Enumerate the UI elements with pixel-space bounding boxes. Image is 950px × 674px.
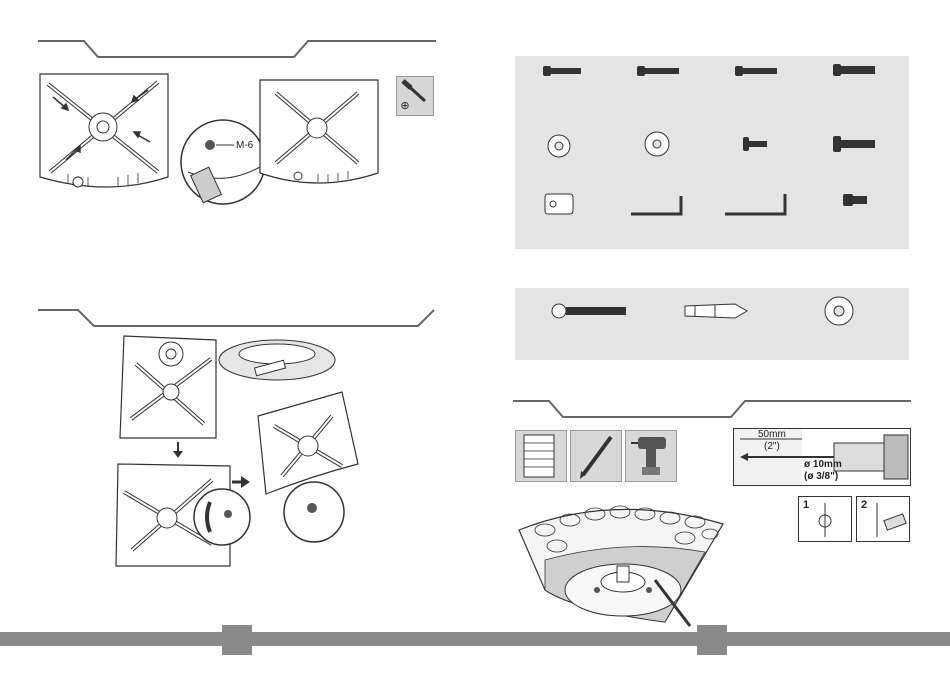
hex-key-2 [725,194,785,214]
drill-diameter-mm: ø 10mm [804,459,842,470]
right-arrow-icon [232,476,250,488]
drill-depth-diagram: 50mm (2") ø 10mm (ø 3/8") [733,428,911,486]
drill-icon [625,430,677,482]
hardware-grid [515,56,909,249]
right-page-tab [697,625,727,655]
wall-plug [685,304,747,318]
wall-anchor-grid [515,288,909,360]
screw-short-2 [833,136,875,152]
section-header-1 [38,38,438,60]
washer-1 [548,135,570,157]
step-box-1: 1 [798,496,852,542]
screw-long-1 [543,66,581,76]
socket-screw [843,194,867,206]
screw-label: M-6 [236,140,254,151]
step1-assembled-figure [258,78,383,193]
screw-long-4 [833,64,875,76]
wall-screw [552,304,626,318]
section-header-2 [38,307,438,329]
brick-wall-icon [515,430,567,482]
pencil-icon [570,430,622,482]
spacer [545,194,573,214]
left-page-tab [222,625,252,655]
hex-key-1 [631,196,681,214]
screw-long-3 [735,66,777,76]
step2-bracket-figure [215,334,340,384]
drill-diameter-in: (ø 3/8") [804,471,838,482]
step1-arms-figure [38,72,173,197]
screw-callout-figure: M-6 [178,112,268,212]
drill-depth-in: (2") [764,441,780,452]
drill-depth-mm: 50mm [758,429,786,440]
section-header-3 [513,398,913,420]
step-box-2: 2 [856,496,910,542]
step2-rotate-figure [112,462,252,570]
screw-long-2 [637,66,679,76]
ceiling-mount-figure [515,490,730,630]
large-washer [825,297,853,325]
phillips-head-icon: ⊕ [399,100,411,112]
screw-short-1 [743,137,767,151]
step2-base-figure [116,334,221,444]
step2-locked-figure [252,386,362,546]
washer-2 [645,132,669,156]
down-arrow-icon [172,442,184,458]
footer-bar [0,632,950,646]
